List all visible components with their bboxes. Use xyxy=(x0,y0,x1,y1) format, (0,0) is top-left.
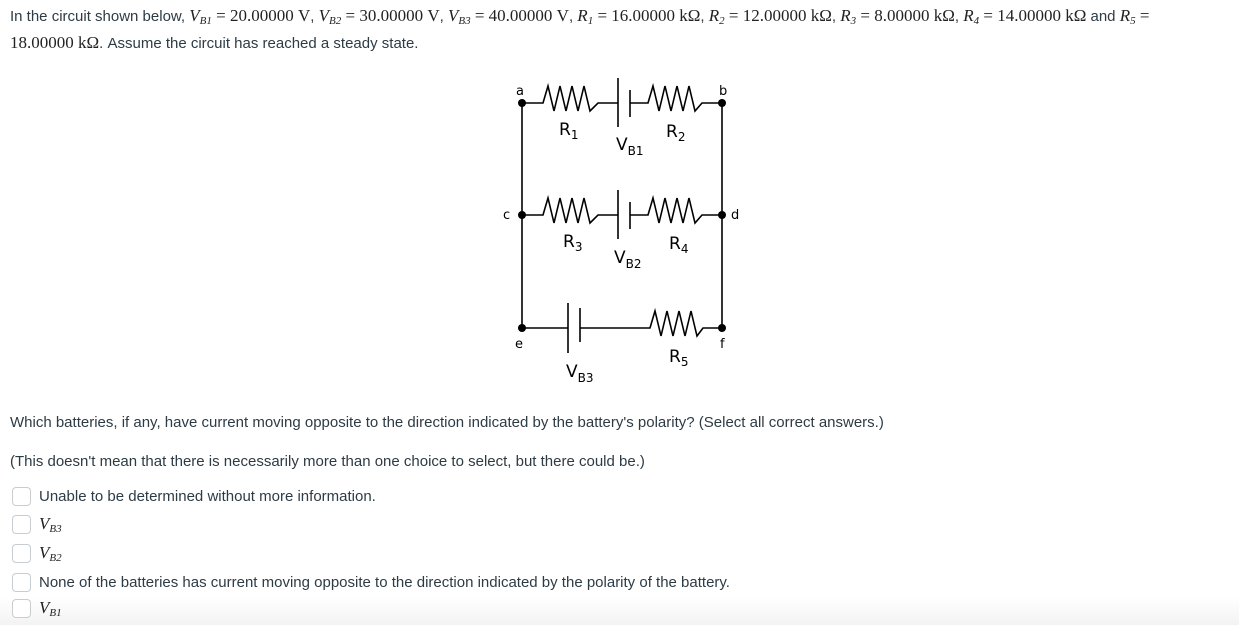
option-label: VB2 xyxy=(39,542,62,564)
node-b-dot xyxy=(718,99,726,107)
r5-label: R5 xyxy=(669,347,688,369)
given-r1: R1 = 16.00000 kΩ xyxy=(577,6,701,27)
vb3-label: VB3 xyxy=(566,362,594,385)
option-label: None of the batteries has current moving… xyxy=(39,573,730,591)
option-label: Unable to be determined without more inf… xyxy=(39,487,376,505)
option-1[interactable]: VB3 xyxy=(12,513,62,535)
node-c-dot xyxy=(518,211,526,219)
given-r2: R2 = 12.00000 kΩ xyxy=(708,6,832,27)
intro-lead: In the circuit shown below, xyxy=(10,8,190,25)
given-vb1: VB1 = 20.00000 V xyxy=(189,6,311,27)
option-label: VB3 xyxy=(39,513,62,535)
r4-label: R4 xyxy=(669,234,688,256)
option-0[interactable]: Unable to be determined without more inf… xyxy=(12,485,376,507)
question-note: (This doesn't mean that there is necessa… xyxy=(10,453,645,470)
node-b-label: b xyxy=(719,84,727,99)
option-3[interactable]: None of the batteries has current moving… xyxy=(12,571,730,593)
resistor-r5 xyxy=(580,307,722,338)
given-r5: R5 = 18.00000 kΩ xyxy=(10,6,1150,52)
bottom-fade xyxy=(0,597,1239,625)
node-c-label: c xyxy=(503,208,510,223)
node-e-label: e xyxy=(515,337,523,352)
node-a-label: a xyxy=(516,84,524,99)
vb1-label: VB1 xyxy=(616,135,644,158)
node-f-label: f xyxy=(720,337,725,352)
resistor-r2 xyxy=(630,82,722,113)
intro-tail: . Assume the circuit has reached a stead… xyxy=(99,35,419,52)
option-2[interactable]: VB2 xyxy=(12,542,62,564)
r3-label: R3 xyxy=(563,232,582,254)
problem-statement: In the circuit shown below, VB1 = 20.000… xyxy=(10,6,1150,52)
given-vb2: VB2 = 30.00000 V xyxy=(318,6,440,27)
intro-and: and xyxy=(1086,8,1120,25)
node-d-label: d xyxy=(731,208,739,223)
option-4[interactable]: VB1 xyxy=(12,597,62,619)
given-vb3: VB3 = 40.00000 V xyxy=(447,6,569,27)
checkbox[interactable] xyxy=(12,572,31,592)
circuit-diagram: a b c d e f R1 R2 VB1 R3 R4 VB2 R5 VB3 xyxy=(503,78,739,385)
checkbox[interactable] xyxy=(12,486,31,506)
resistor-r3 xyxy=(522,194,618,225)
resistor-r1 xyxy=(522,82,618,113)
vb2-label: VB2 xyxy=(614,248,642,271)
checkbox[interactable] xyxy=(12,598,31,618)
given-r3: R3 = 8.00000 kΩ xyxy=(840,6,955,27)
checkbox[interactable] xyxy=(12,543,31,563)
resistor-r4 xyxy=(630,194,722,225)
question-text: Which batteries, if any, have current mo… xyxy=(10,414,884,431)
node-f-dot xyxy=(718,324,726,332)
checkbox[interactable] xyxy=(12,514,31,534)
node-d-dot xyxy=(718,211,726,219)
option-label: VB1 xyxy=(39,597,62,619)
given-r4: R4 = 14.00000 kΩ xyxy=(963,6,1087,27)
r1-label: R1 xyxy=(559,120,578,142)
node-e-dot xyxy=(518,324,526,332)
r2-label: R2 xyxy=(666,122,685,144)
node-a-dot xyxy=(518,99,526,107)
